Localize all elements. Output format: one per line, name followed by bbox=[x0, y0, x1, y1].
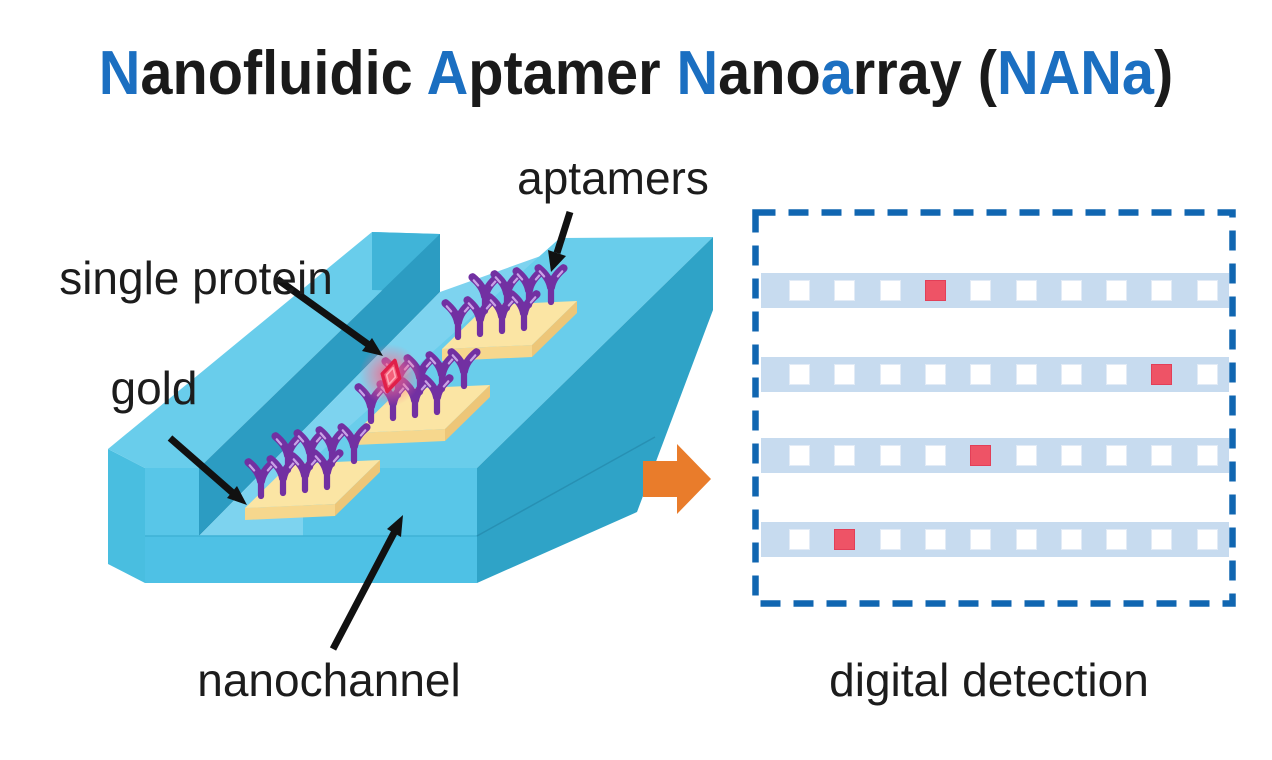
title-segment: ano bbox=[718, 39, 821, 108]
detection-site-empty bbox=[834, 445, 856, 466]
detection-site-empty bbox=[924, 445, 946, 466]
label-single-protein: single protein bbox=[59, 252, 333, 304]
detection-site-empty bbox=[834, 280, 856, 301]
single-protein-arrow bbox=[274, 276, 383, 356]
title-segment: NANa bbox=[996, 39, 1154, 108]
detection-site-empty bbox=[1106, 280, 1128, 301]
title-segment: ) bbox=[1153, 39, 1174, 108]
label-nanochannel: nanochannel bbox=[197, 654, 461, 706]
nanochannel-arrow bbox=[329, 515, 403, 651]
channel-left-inner-wall bbox=[199, 234, 440, 536]
detection-site-empty bbox=[879, 529, 901, 550]
detection-site-empty bbox=[970, 364, 992, 385]
title-segment: rray ( bbox=[852, 39, 997, 108]
detection-site-empty bbox=[924, 529, 946, 550]
detection-site-empty bbox=[1015, 445, 1037, 466]
detection-panel-border bbox=[752, 209, 1236, 607]
gold-pad bbox=[355, 385, 490, 445]
chip-front-lower-layer bbox=[145, 536, 477, 583]
detection-site-empty bbox=[1196, 445, 1218, 466]
detection-site-empty bbox=[924, 364, 946, 385]
title-segment: a bbox=[820, 39, 853, 108]
annotation-arrows bbox=[167, 210, 574, 651]
detection-site-empty bbox=[1151, 529, 1173, 550]
gold-arrow bbox=[167, 435, 247, 505]
title-segment: N bbox=[676, 39, 719, 108]
detection-site-empty bbox=[1060, 445, 1082, 466]
chip-side-seam bbox=[476, 436, 656, 537]
detection-row bbox=[761, 357, 1229, 392]
detection-site-empty bbox=[834, 364, 856, 385]
detection-site-occupied bbox=[1151, 364, 1173, 385]
title-segment: N bbox=[98, 39, 141, 108]
detection-site-occupied bbox=[924, 280, 946, 301]
gold-pad bbox=[245, 460, 380, 520]
detection-site-empty bbox=[1151, 445, 1173, 466]
detection-site-empty bbox=[879, 280, 901, 301]
title-segment: A bbox=[426, 39, 469, 108]
detection-site-empty bbox=[1060, 280, 1082, 301]
chip-left-outer-face bbox=[108, 449, 145, 583]
detection-site-empty bbox=[970, 280, 992, 301]
detection-site-occupied bbox=[834, 529, 856, 550]
detection-site-empty bbox=[879, 364, 901, 385]
detection-site-empty bbox=[1196, 529, 1218, 550]
detection-row bbox=[761, 438, 1229, 473]
title-segment: anofluidic bbox=[140, 39, 427, 108]
detection-site-empty bbox=[1196, 280, 1218, 301]
single-protein-icon bbox=[359, 344, 421, 406]
aptamers-arrow bbox=[548, 210, 574, 272]
detection-row bbox=[761, 522, 1229, 557]
detection-site-empty bbox=[1196, 364, 1218, 385]
chip-right-side-face bbox=[477, 237, 713, 583]
detection-site-empty bbox=[1060, 364, 1082, 385]
gold-pad bbox=[442, 301, 577, 361]
chip-front-wall-left bbox=[145, 468, 199, 536]
title-segment: ptamer bbox=[468, 39, 677, 108]
detection-site-empty bbox=[1015, 364, 1037, 385]
detection-site-empty bbox=[1060, 529, 1082, 550]
detection-site-empty bbox=[879, 445, 901, 466]
label-aptamers: aptamers bbox=[517, 152, 709, 204]
detection-site-empty bbox=[1015, 280, 1037, 301]
flow-arrow-icon bbox=[643, 444, 711, 514]
label-digital-detection: digital detection bbox=[829, 654, 1149, 706]
detection-site-occupied bbox=[970, 445, 992, 466]
detection-site-empty bbox=[789, 364, 810, 385]
detection-site-empty bbox=[1106, 364, 1128, 385]
label-gold: gold bbox=[110, 362, 198, 414]
detection-array bbox=[761, 0, 1229, 760]
detection-site-empty bbox=[1106, 529, 1128, 550]
detection-site-empty bbox=[970, 529, 992, 550]
gold-pads bbox=[245, 301, 577, 520]
chip-left-top-face bbox=[108, 232, 440, 468]
detection-site-empty bbox=[789, 445, 810, 466]
detection-site-empty bbox=[1106, 445, 1128, 466]
detection-site-empty bbox=[1015, 529, 1037, 550]
page-title: Nanofluidic Aptamer Nanoarray (NANa) bbox=[45, 38, 1228, 109]
detection-site-empty bbox=[1151, 280, 1173, 301]
detection-site-empty bbox=[789, 280, 810, 301]
detection-site-empty bbox=[789, 529, 810, 550]
detection-row bbox=[761, 273, 1229, 308]
